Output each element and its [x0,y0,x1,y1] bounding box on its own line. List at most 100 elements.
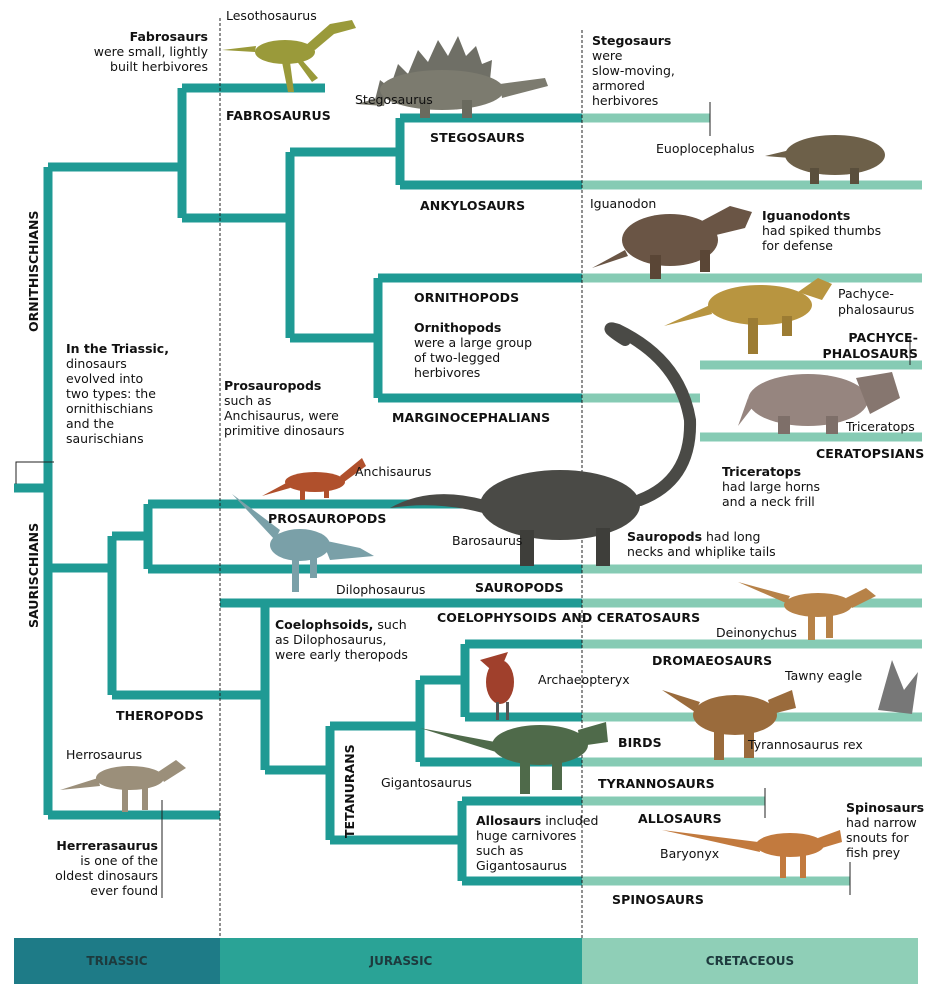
herrosaurus-illustration [60,760,186,812]
herrosaurus-name: Herrosaurus [66,747,142,762]
sauropods-note-rest: had long [702,529,760,544]
allosaurs-note: Allosaurs included huge carnivores such … [476,813,598,873]
sauropods-note-title: Sauropods [627,529,702,544]
sauropods-note-line: necks and whiplike tails [627,544,776,559]
pachycephalosaurus-illustration [664,278,832,354]
spinosaurs-note-title: Spinosaurs [846,800,924,815]
stegosaurus-name: Stegosaurus [355,92,433,107]
iguanodon-name: Iguanodon [590,196,656,211]
coelophysoids-note-title: Coelophsoids, [275,617,373,632]
stegosaurs-note-line: were [592,48,675,63]
barosaurus-name: Barosaurus [452,533,522,548]
herrerasaurus-note-line: oldest dinosaurs [20,868,158,883]
prosauropods-note-line: Anchisaurus, were [224,408,344,423]
triceratops-note: Triceratops had large horns and a neck f… [722,464,820,509]
triceratops-name: Triceratops [846,419,915,434]
gigantosaurus-name: Gigantosaurus [381,775,472,790]
triceratops-note-title: Triceratops [722,464,820,479]
iguanodonts-note-title: Iguanodonts [762,208,881,223]
allosaurs-note-first-line: Allosaurs included [476,813,598,828]
coelophysoids-note-line: were early theropods [275,647,408,662]
tawny-eagle-name: Tawny eagle [785,668,862,683]
stegosaurs-note-line: herbivores [592,93,675,108]
triassic-note-line: ornithischians [66,401,169,416]
pachycephalosaurs-label-1: PACHYCE- [826,330,918,345]
allosaurs-note-line: Gigantosaurus [476,858,598,873]
triassic-note-line: saurischians [66,431,169,446]
lesothosaurus-illustration [222,20,356,92]
spinosaurs-note-line: fish prey [846,845,924,860]
triassic-note-line: and the [66,416,169,431]
coelophysoids-label: COELOPHYSOIDS AND CERATOSAURS [437,610,700,625]
era-triassic: TRIASSIC [14,938,220,984]
tyrannosaurs-label: TYRANNOSAURS [598,776,715,791]
allosaurs-note-line: such as [476,843,598,858]
coelophysoids-note-first-line: Coelophsoids, such [275,617,408,632]
coelophysoids-note-line: as Dilophosaurus, [275,632,408,647]
iguanodonts-note: Iguanodonts had spiked thumbs for defens… [762,208,881,253]
archaeopteryx-name: Archaeopteryx [538,672,630,687]
marginocephalians-label: MARGINOCEPHALIANS [392,410,550,425]
saurischians-label: SAURISCHIANS [26,523,41,628]
spinosaurs-label: SPINOSAURS [612,892,704,907]
deinonychus-name: Deinonychus [716,625,797,640]
tyrannosaurus-name: Tyrannosaurus rex [748,737,863,752]
prosauropods-label: PROSAUROPODS [268,511,386,526]
stegosaurs-note: Stegosaurs were slow-moving, armored her… [592,33,675,108]
spinosaurs-note-line: snouts for [846,830,924,845]
era-cretaceous: CRETACEOUS [582,938,918,984]
pachycephalosaurus-name-2: phalosaurus [838,302,914,317]
stegosaurs-label: STEGOSAURS [430,130,525,145]
pachycephalosaurus-name-1: Pachyce- [838,286,894,301]
tawny-eagle-illustration [878,660,918,714]
triceratops-note-line: and a neck frill [722,494,820,509]
fabrosaurus-label: FABROSAURUS [226,108,331,123]
ornithopods-note-title: Ornithopods [414,320,532,335]
stegosaurs-note-line: slow-moving, [592,63,675,78]
dilophosaurus-name: Dilophosaurus [336,582,425,597]
euoplocephalus-name: Euoplocephalus [656,141,755,156]
triassic-note-line: dinosaurs [66,356,169,371]
fabrosaurs-note: Fabrosaurs were small, lightly built her… [40,29,208,74]
iguanodonts-note-line: had spiked thumbs [762,223,881,238]
allosaurs-note-rest: included [541,813,598,828]
ornithopods-note-line: of two-legged [414,350,532,365]
ceratopsians-label: CERATOPSIANS [816,446,924,461]
fabrosaurs-note-line: were small, lightly [40,44,208,59]
triceratops-note-line: had large horns [722,479,820,494]
herrerasaurus-note-title: Herrerasaurus [20,838,158,853]
lesothosaurus-name: Lesothosaurus [226,8,317,23]
era-jurassic-label: JURASSIC [370,954,433,968]
dromaeosaurs-label: DROMAEOSAURS [652,653,772,668]
fabrosaurs-note-line: built herbivores [40,59,208,74]
triassic-note-title: In the Triassic, [66,341,169,356]
prosauropods-note-line: such as [224,393,344,408]
ornithopods-label: ORNITHOPODS [414,290,519,305]
herrerasaurus-note-line: is one of the [20,853,158,868]
theropods-label: THEROPODS [116,708,204,723]
anchisaurus-name: Anchisaurus [355,464,431,479]
iguanodonts-note-line: for defense [762,238,881,253]
allosaurs-note-title: Allosaurs [476,813,541,828]
archaeopteryx-illustration [480,652,514,720]
euoplocephalus-illustration [765,135,885,184]
triassic-note-line: evolved into [66,371,169,386]
coelophysoids-note: Coelophsoids, such as Dilophosaurus, wer… [275,617,408,662]
fabrosaurs-note-title: Fabrosaurs [40,29,208,44]
era-cretaceous-label: CRETACEOUS [706,954,794,968]
spinosaurs-note-line: had narrow [846,815,924,830]
allosaurs-note-line: huge carnivores [476,828,598,843]
prosauropods-note: Prosauropods such as Anchisaurus, were p… [224,378,344,438]
tetanurans-label: TETANURANS [342,744,357,838]
sauropods-note-first-line: Sauropods had long [627,529,776,544]
ornithopods-note-line: were a large group [414,335,532,350]
triassic-note-line: two types: the [66,386,169,401]
allosaurs-label: ALLOSAURS [638,811,722,826]
era-triassic-label: TRIASSIC [86,954,147,968]
iguanodon-illustration [592,206,752,279]
birds-label: BIRDS [618,735,662,750]
spinosaurs-note: Spinosaurs had narrow snouts for fish pr… [846,800,924,860]
ornithischians-label: ORNITHISCHIANS [26,211,41,332]
sauropods-label: SAUROPODS [475,580,564,595]
baryonyx-name: Baryonyx [660,846,719,861]
